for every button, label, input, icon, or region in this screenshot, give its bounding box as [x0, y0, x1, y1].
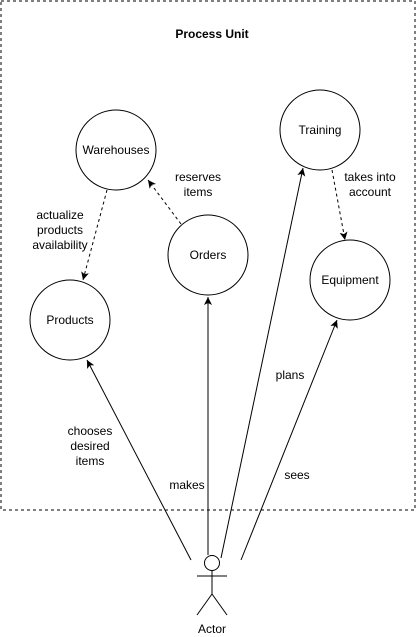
- edge-label-actor-orders: makes: [169, 478, 205, 492]
- orders-label: Orders: [189, 248, 227, 262]
- edge-actor-products: [86, 359, 192, 561]
- edge-label-actor-equipment: sees: [284, 468, 310, 482]
- products-label: Products: [46, 313, 94, 327]
- warehouses-label: Warehouses: [82, 143, 150, 157]
- orders-node[interactable]: [167, 214, 249, 296]
- actor-left-leg: [196, 593, 213, 616]
- edge-label-warehouses-products: actualize products availability: [32, 208, 88, 252]
- products-node[interactable]: [29, 279, 111, 361]
- training-node[interactable]: [279, 89, 361, 171]
- warehouses-node[interactable]: [75, 109, 157, 191]
- actor-head: [204, 555, 220, 571]
- edge-label-actor-products: chooses desired items: [67, 424, 113, 468]
- equipment-label: Equipment: [321, 273, 379, 287]
- process-unit-title: Process Unit: [175, 27, 249, 41]
- edge-label-orders-warehouses: reserves items: [174, 170, 221, 199]
- edge-actor-training: [220, 167, 306, 559]
- edge-label-training-equipment: takes into account: [344, 170, 396, 199]
- equipment-node[interactable]: [309, 239, 391, 321]
- training-label: Training: [298, 123, 342, 137]
- actor-figure[interactable]: [196, 555, 228, 616]
- edge-actor-equipment: [240, 319, 338, 561]
- actor-right-leg: [211, 593, 228, 616]
- actor-label: Actor: [197, 622, 226, 636]
- edge-label-actor-training: plans: [275, 368, 305, 382]
